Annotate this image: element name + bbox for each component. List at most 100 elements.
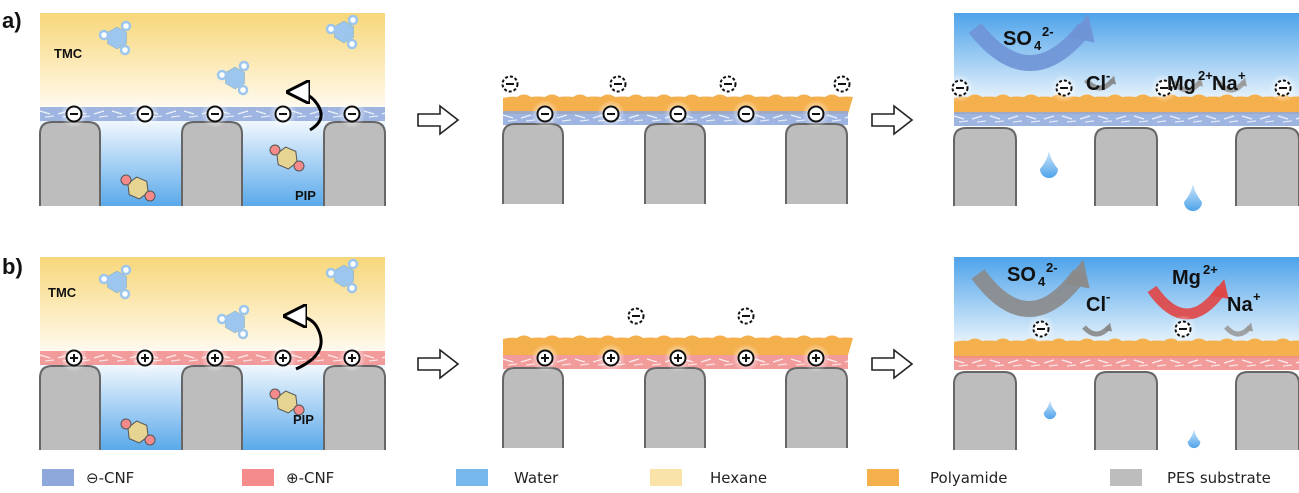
tmc-molecule-a-1-cl (120, 20, 132, 32)
cnf-layer-step3-b-fiber (1043, 359, 1055, 364)
charge-step1-a-1 (131, 100, 159, 128)
process-arrow-1-a (417, 104, 460, 136)
cnf-layer-step3-b-fiber (1241, 359, 1253, 364)
cnf-layer-step3-a-fiber (994, 120, 1005, 123)
cnf-layer-step2-a-fiber (507, 119, 518, 122)
charge-step1-b-4 (338, 344, 366, 372)
tmc-molecule-b-2-cl (238, 304, 250, 316)
cnf-layer-step2-a-fiber (831, 119, 842, 122)
cnf-layer-step1-b-fiber (314, 359, 325, 362)
pip-molecule-a-1-n2 (144, 190, 156, 202)
cnf-layer-step2-a-fiber (777, 119, 788, 122)
cnf-layer-step2-b-fiber (759, 363, 770, 366)
legend-swatch-water (456, 469, 488, 486)
tmc-molecule-b-1 (98, 264, 132, 300)
cnf-layer-step3-a-fiber (953, 115, 965, 120)
tmc-molecule-a-3-cl (347, 14, 359, 26)
charge-step2-a-2 (664, 100, 692, 128)
tmc-molecule-a-3-cl (325, 23, 337, 35)
cnf-layer-step2-a-fiber (759, 119, 770, 122)
cnf-layer-step2-b-fiber (844, 358, 856, 363)
cnf-layer-step2-a-fiber (646, 114, 658, 119)
panel-b-label: b) (2, 254, 23, 279)
tmc-molecule-a-3 (325, 14, 359, 50)
cnf-layer-step2-a-fiber (849, 119, 860, 122)
cnf-layer-step3-a-fiber (971, 115, 983, 120)
svg-text:Cl: Cl (1086, 294, 1106, 316)
cnf-layer-step3-a (953, 112, 1299, 126)
cnf-layer-step3-a-fiber (1210, 120, 1221, 123)
cnf-layer-step2-a-fiber (574, 114, 586, 119)
cnf-layer-step3-b-fiber (1156, 364, 1167, 367)
cnf-layer-step1-a-fiber (327, 110, 339, 115)
legend-swatch-pos-cnf (242, 469, 274, 486)
pip-molecule-a-1-n1 (120, 174, 132, 186)
cnf-layer-step3-a-fiber (1102, 120, 1113, 123)
tmc-molecule-a-1 (98, 20, 132, 56)
na-arrow-b-head (1245, 322, 1253, 332)
cnf-layer-step1-a-fiber (188, 115, 199, 118)
cnf-layer-step1-a-fiber (296, 115, 307, 118)
so4-rejection-arrow-b-body (971, 269, 1087, 317)
cnf-layer-step2-a-fiber (520, 114, 532, 119)
cnf-layer-step3-b (953, 356, 1299, 370)
surface-charge-step2-a-0 (496, 70, 524, 98)
cnf-layer-step2-b-fiber (831, 363, 842, 366)
svg-text:+: + (1238, 68, 1246, 83)
svg-text:Mg: Mg (1167, 73, 1196, 95)
tmc-molecule-b-3 (325, 258, 359, 294)
tmc-molecule-b-3-cl (325, 267, 337, 279)
charge-step1-a-3 (269, 100, 297, 128)
cnf-layer-step1-a-fiber (381, 110, 393, 115)
surface-charge-step2-b-1 (732, 302, 760, 330)
cnf-layer-step3-a-fiber (1151, 115, 1163, 120)
cnf-layer-step1-b-fiber (93, 354, 105, 359)
svg-text:-: - (1106, 68, 1110, 83)
charge-step2-b-4 (802, 344, 830, 372)
na-arrow-a-head (1239, 77, 1247, 87)
cnf-layer-step3-a-fiber (1282, 120, 1293, 123)
cnf-layer-step3-b-fiber (1079, 359, 1091, 364)
cnf-layer-step3-a-fiber (1187, 115, 1199, 120)
legend-swatch-pes (1110, 469, 1142, 486)
surface-charge-step3-a-2 (1150, 74, 1178, 102)
cnf-layer-step3-b-fiber (1025, 359, 1037, 364)
cnf-layer-step2-b-fiber (574, 358, 586, 363)
cnf-layer-step3-a-fiber (1138, 120, 1149, 123)
cnf-layer-step3-b-fiber (1259, 359, 1271, 364)
cnf-layer-step1-b-fiber (327, 354, 339, 359)
cnf-layer-step2-a-fiber (556, 114, 568, 119)
cnf-layer-step3-b-fiber (1277, 359, 1289, 364)
cnf-layer-step2-a-fiber (700, 114, 712, 119)
cnf-layer-step3-a-fiber (1079, 115, 1091, 120)
tmc-molecule-b-2-cl (237, 328, 249, 340)
cnf-layer-step1-a-fiber (237, 110, 249, 115)
so4-rejection-arrow-b-head (1064, 259, 1090, 289)
mg-rejection-arrow-b-head (1211, 279, 1229, 299)
surface-charge-step2-a-1 (604, 70, 632, 98)
svg-text:Cl: Cl (1086, 73, 1106, 95)
cnf-layer-step2-b-fiber (628, 358, 640, 363)
tmc-molecule-b-2-cl (216, 313, 228, 325)
cnf-layer-step3-a-fiber (1030, 120, 1041, 123)
ion-mg-b: Mg 2+ (1172, 262, 1218, 289)
surface-charge-step2-a-3 (828, 70, 856, 98)
water-drop-b-1 (1043, 400, 1057, 420)
cnf-layer-step3-a-fiber (1066, 120, 1077, 123)
svg-text:+: + (1253, 289, 1261, 304)
cnf-layer-step1-b-fiber (98, 359, 109, 362)
cnf-layer-step1-a-fiber (98, 115, 109, 118)
cnf-layer-step1-a-fiber (309, 110, 321, 115)
cnf-layer-step1-b-fiber (368, 359, 379, 362)
tmc-molecule-b-1-cl (120, 264, 132, 276)
cnf-layer-step3-a-fiber (1246, 120, 1257, 123)
cnf-layer-step3-a-fiber (1264, 120, 1275, 123)
cl-arrow-a-head (1108, 75, 1116, 85)
cl-arrow-b-head (1104, 322, 1112, 332)
cnf-layer-step2-a-fiber (502, 114, 514, 119)
cnf-layer-step3-a-fiber (976, 120, 987, 123)
cnf-layer-step2-a-fiber (561, 119, 572, 122)
cnf-layer-step2-b-fiber (561, 363, 572, 366)
ion-cl-a: Cl - (1086, 68, 1110, 95)
cnf-layer-step2-b-fiber (520, 358, 532, 363)
